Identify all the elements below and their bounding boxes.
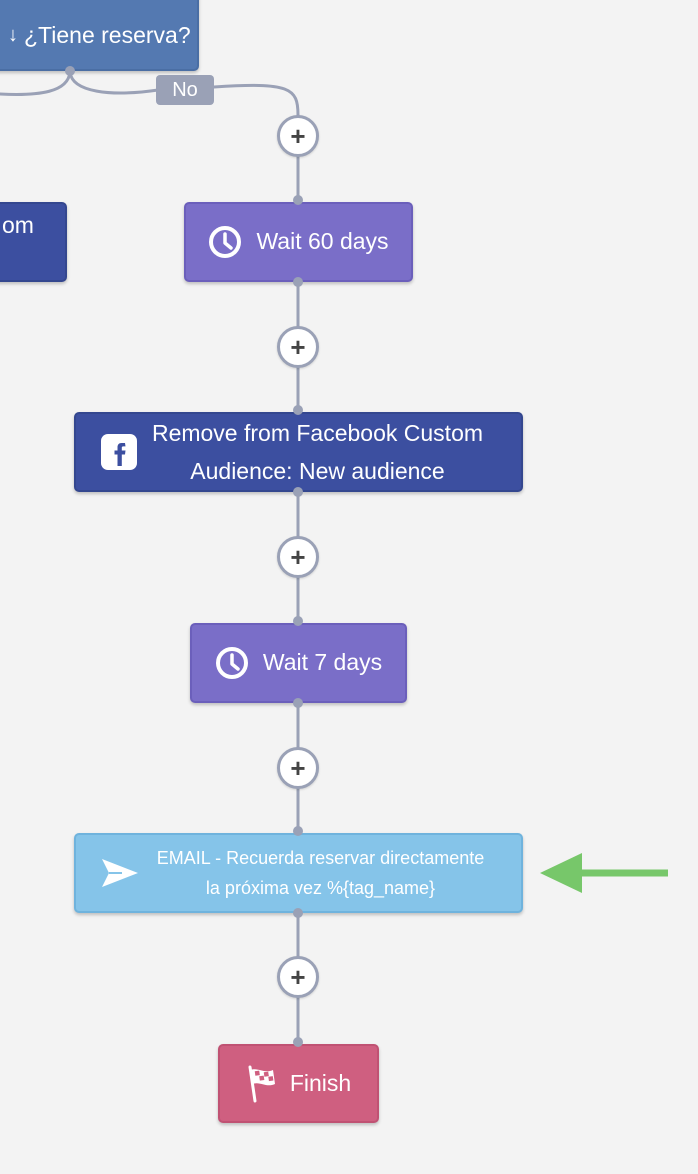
add-step-button[interactable]: +: [277, 956, 319, 998]
connector-dot: [293, 908, 303, 918]
connector-dot: [293, 698, 303, 708]
remove-facebook-label-line1: Remove from Facebook Custom: [151, 420, 484, 446]
add-step-button[interactable]: +: [277, 326, 319, 368]
condition-node[interactable]: ↓ ¿Tiene reserva?: [0, 0, 199, 71]
connector-left-branch: [0, 70, 72, 96]
connector-dot: [293, 405, 303, 415]
connector-dot: [293, 195, 303, 205]
email-label-line1: EMAIL - Recuerda reservar directamente: [156, 848, 485, 868]
facebook-icon: [101, 434, 137, 470]
wait-60-days-label: Wait 60 days: [256, 228, 389, 255]
email-node[interactable]: EMAIL - Recuerda reservar directamente l…: [74, 833, 523, 913]
clock-icon: [209, 226, 242, 258]
connector-dot: [65, 66, 75, 76]
remove-facebook-audience-node[interactable]: Remove from Facebook Custom Audience: Ne…: [74, 412, 523, 492]
connector-dot: [293, 487, 303, 497]
email-label-line2: la próxima vez %{tag_name}: [205, 878, 436, 898]
green-arrow-icon: [540, 853, 668, 893]
connector-dot: [293, 616, 303, 626]
clock-icon: [215, 647, 248, 679]
wait-60-days-node[interactable]: Wait 60 days: [184, 202, 413, 282]
add-step-button[interactable]: +: [277, 747, 319, 789]
wait-7-days-node[interactable]: Wait 7 days: [190, 623, 407, 703]
finish-label: Finish: [289, 1069, 352, 1096]
wait-7-days-label: Wait 7 days: [262, 649, 383, 676]
send-icon: [102, 859, 138, 887]
connector-dot: [293, 826, 303, 836]
branch-arrow-icon: ↓: [8, 24, 18, 46]
finish-node[interactable]: Finish: [218, 1044, 379, 1123]
condition-label: ¿Tiene reserva?: [24, 21, 191, 48]
branch-no-badge: No: [156, 75, 214, 105]
remove-facebook-label-line2: Audience: New audience: [190, 458, 445, 484]
add-step-button[interactable]: +: [277, 536, 319, 578]
connector-dot: [293, 277, 303, 287]
checkered-flag-icon: [248, 1065, 275, 1102]
connector-dot: [293, 1037, 303, 1047]
connector-no-branch-start: [68, 70, 160, 95]
left-partial-node[interactable]: om: [0, 202, 67, 282]
add-step-button[interactable]: +: [277, 115, 319, 157]
left-partial-label: om: [2, 212, 34, 238]
connector-no-branch-end: [212, 83, 300, 117]
